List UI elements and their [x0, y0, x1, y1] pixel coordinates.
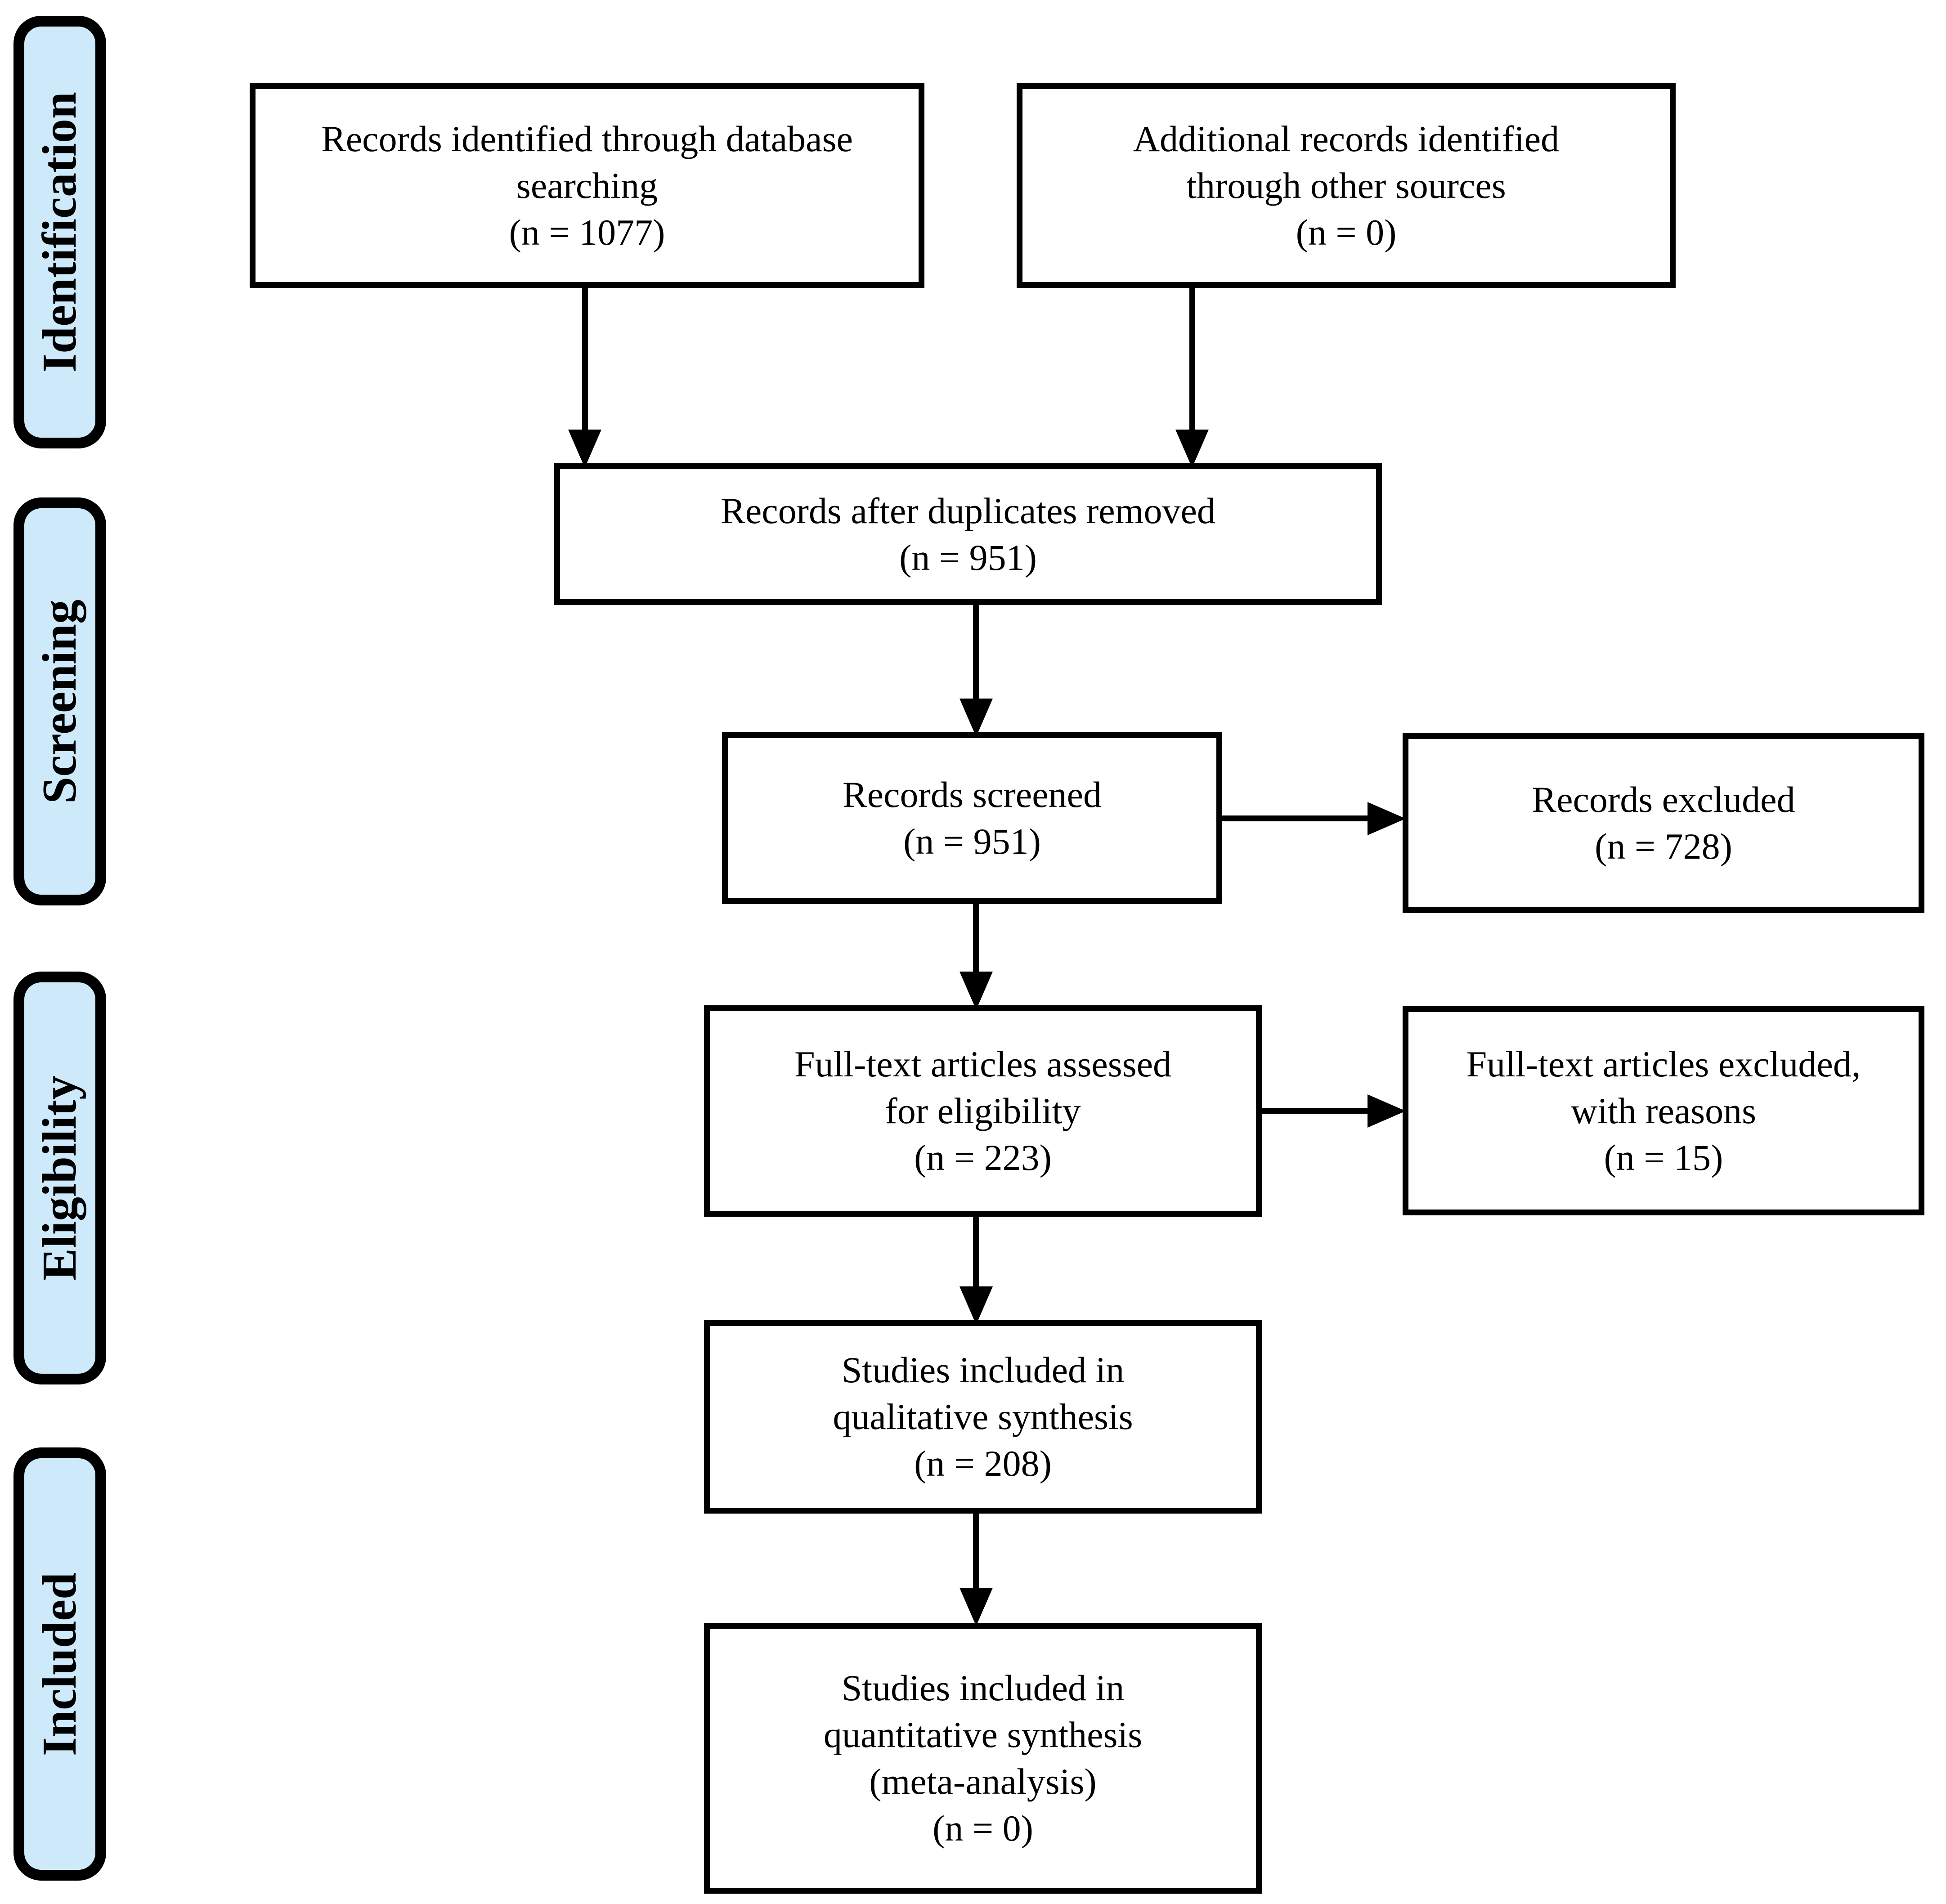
- box-text-line: (n = 951): [903, 821, 1041, 862]
- arrow-line-duplicates-to-screened: [973, 605, 979, 701]
- arrowhead-identified-to-duplicates: [568, 430, 601, 468]
- box-text-line: through other sources: [1186, 165, 1506, 206]
- stage-screening: Screening: [13, 497, 106, 905]
- arrowhead-qualitative-to-quantitative: [960, 1588, 993, 1626]
- arrow-line-additional-to-duplicates: [1189, 288, 1195, 432]
- arrowhead-additional-to-duplicates: [1175, 430, 1209, 468]
- box-text-line: Records identified through database: [321, 118, 853, 159]
- arrowhead-screened-to-fulltext: [960, 972, 993, 1010]
- box-text-line: Studies included in: [841, 1667, 1125, 1708]
- box-records-excluded: Records excluded (n = 728): [1403, 733, 1924, 913]
- box-text-line: with reasons: [1570, 1090, 1757, 1131]
- box-text-line: Studies included in: [841, 1349, 1125, 1390]
- box-text-line: quantitative synthesis: [823, 1714, 1143, 1755]
- arrowhead-screened-to-excluded: [1368, 802, 1406, 835]
- stage-eligibility-label: Eligibility: [33, 1075, 87, 1281]
- box-text-line: Records after duplicates removed: [721, 490, 1215, 531]
- stage-identification: Identification: [13, 16, 106, 448]
- box-additional-records: Additional records identified through ot…: [1017, 83, 1676, 288]
- arrow-line-fulltext-to-qualitative: [973, 1217, 979, 1289]
- box-text-line: (n = 223): [914, 1137, 1052, 1178]
- arrow-line-fulltext-to-excluded: [1262, 1108, 1371, 1114]
- box-text-line: Records screened: [842, 774, 1102, 815]
- arrowhead-fulltext-to-qualitative: [960, 1286, 993, 1325]
- stage-screening-label: Screening: [33, 599, 86, 804]
- arrow-line-identified-to-duplicates: [582, 288, 588, 432]
- box-text-line: Full-text articles assessed: [794, 1044, 1172, 1084]
- arrowhead-duplicates-to-screened: [960, 699, 993, 737]
- arrowhead-fulltext-to-excluded: [1368, 1094, 1406, 1128]
- box-qualitative-synthesis: Studies included in qualitative synthesi…: [704, 1320, 1262, 1514]
- box-text-line: (meta-analysis): [869, 1761, 1097, 1802]
- box-records-identified: Records identified through database sear…: [250, 83, 924, 288]
- stage-eligibility: Eligibility: [13, 972, 106, 1384]
- box-records-screened: Records screened (n = 951): [722, 732, 1222, 904]
- box-text-line: Full-text articles excluded,: [1466, 1043, 1861, 1084]
- box-fulltext-excluded: Full-text articles excluded, with reason…: [1403, 1006, 1924, 1215]
- box-text-line: for eligibility: [885, 1090, 1081, 1131]
- box-text-line: (n = 951): [899, 537, 1037, 578]
- box-text-line: searching: [516, 165, 658, 206]
- stage-identification-label: Identification: [33, 91, 87, 373]
- stage-included: Included: [13, 1447, 106, 1881]
- box-text-line: (n = 728): [1595, 826, 1732, 867]
- box-duplicates-removed: Records after duplicates removed (n = 95…: [554, 463, 1382, 605]
- box-text-line: (n = 1077): [509, 211, 665, 253]
- arrow-line-screened-to-fulltext: [973, 904, 979, 974]
- box-text-line: Additional records identified: [1133, 118, 1560, 159]
- box-text-line: qualitative synthesis: [833, 1396, 1133, 1437]
- arrow-line-screened-to-excluded: [1222, 815, 1371, 821]
- box-text-line: (n = 0): [933, 1808, 1033, 1849]
- box-text-line: (n = 208): [914, 1443, 1052, 1484]
- box-text-line: (n = 0): [1296, 211, 1397, 253]
- box-quantitative-synthesis: Studies included in quantitative synthes…: [704, 1623, 1262, 1894]
- stage-included-label: Included: [33, 1572, 87, 1756]
- box-fulltext-assessed: Full-text articles assessed for eligibil…: [704, 1005, 1262, 1217]
- box-text-line: (n = 15): [1604, 1137, 1723, 1178]
- box-text-line: Records excluded: [1532, 779, 1795, 820]
- arrow-line-qualitative-to-quantitative: [973, 1514, 979, 1590]
